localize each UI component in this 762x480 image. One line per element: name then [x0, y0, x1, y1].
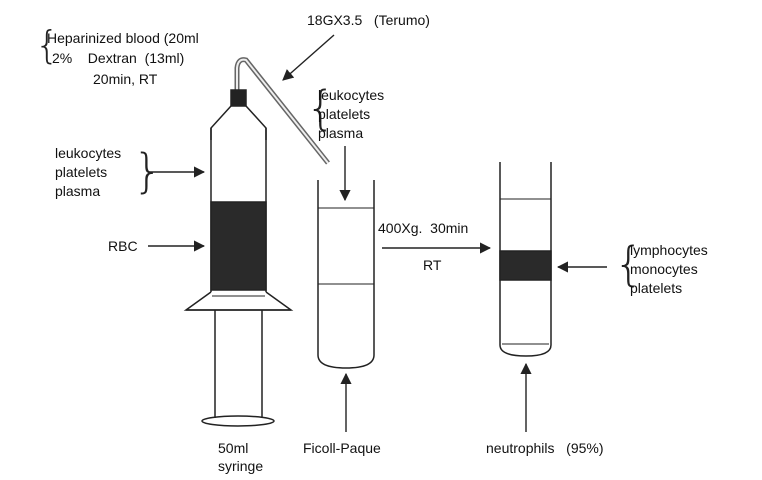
prep-line-2: 2% Dextran (13ml) — [52, 50, 185, 66]
neutrophils-label: neutrophils (95%) — [486, 440, 604, 456]
rbc-layer — [210, 201, 267, 291]
arrows — [148, 34, 607, 432]
prep-line-1: Heparinized blood (20ml — [47, 30, 199, 46]
needle-arrow — [282, 34, 335, 81]
syringe-volume-label: 50ml — [218, 440, 249, 456]
top-layer-label-3: plasma — [318, 125, 364, 141]
band-brace: { — [614, 237, 644, 291]
prep-brace: { — [35, 23, 60, 67]
syringe-plunger — [214, 310, 263, 418]
ficoll-tube — [317, 180, 375, 369]
syringe — [183, 57, 330, 427]
top-layer-label-2: platelets — [318, 106, 371, 122]
centrifuge-temperature: RT — [423, 257, 442, 273]
top-layer-label-1: leukocytes — [318, 87, 385, 103]
syringe-tip — [210, 105, 267, 140]
prep-line-3: 20min, RT — [93, 71, 158, 87]
mononuclear-band — [499, 250, 552, 281]
syringe-name-label: syringe — [218, 458, 264, 474]
syringe-layer-brace: } — [133, 144, 163, 198]
syringe-layer-label-1: leukocytes — [55, 145, 122, 161]
syringe-flange — [183, 291, 294, 311]
result-tube — [499, 162, 552, 357]
needle-label: 18GX3.5 (Terumo) — [307, 12, 430, 28]
syringe-layer-label-2: platelets — [55, 164, 108, 180]
band-label-3: platelets — [630, 280, 683, 296]
band-label-2: monocytes — [630, 261, 698, 277]
centrifuge-condition: 400Xg. 30min — [378, 220, 469, 236]
band-label-1: lymphocytes — [630, 242, 708, 258]
top-layer-brace: { — [306, 81, 336, 135]
plunger-base — [201, 415, 275, 427]
syringe-layer-label-3: plasma — [55, 183, 101, 199]
needle-hub — [230, 89, 247, 107]
rbc-label: RBC — [108, 238, 138, 254]
ficoll-label: Ficoll-Paque — [303, 440, 381, 456]
